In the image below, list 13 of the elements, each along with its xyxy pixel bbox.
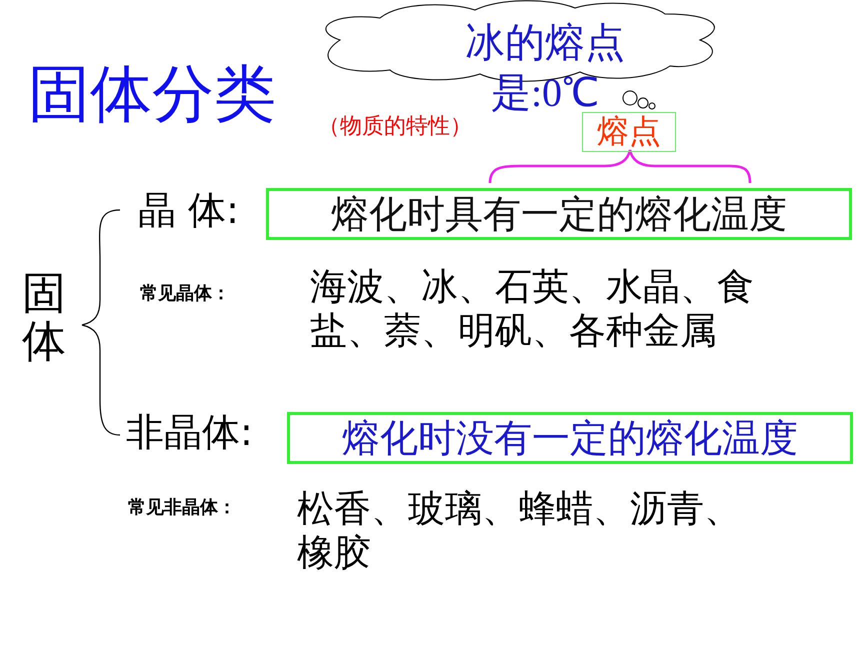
term-box: 熔点 <box>582 112 676 152</box>
title: 固体分类 <box>28 56 276 132</box>
examples-heading: 常见晶体： <box>140 283 230 305</box>
category-label: 晶 体: <box>138 188 239 234</box>
examples-text: 松香、玻璃、蜂蜡、沥青、橡胶 <box>297 488 742 576</box>
cloud-text: 冰的熔点是:0℃ <box>464 19 626 115</box>
category-label: 固体 <box>22 270 66 367</box>
examples-heading: 常见非晶体： <box>128 497 236 519</box>
category-label: 非晶体: <box>126 410 253 456</box>
definition-box: 熔化时没有一定的熔化温度 <box>287 412 853 464</box>
note-text: （物质的特性） <box>318 114 472 140</box>
examples-text: 海波、冰、石英、水晶、食盐、萘、明矾、各种金属 <box>310 266 755 354</box>
definition-box: 熔化时具有一定的熔化温度 <box>266 188 852 240</box>
